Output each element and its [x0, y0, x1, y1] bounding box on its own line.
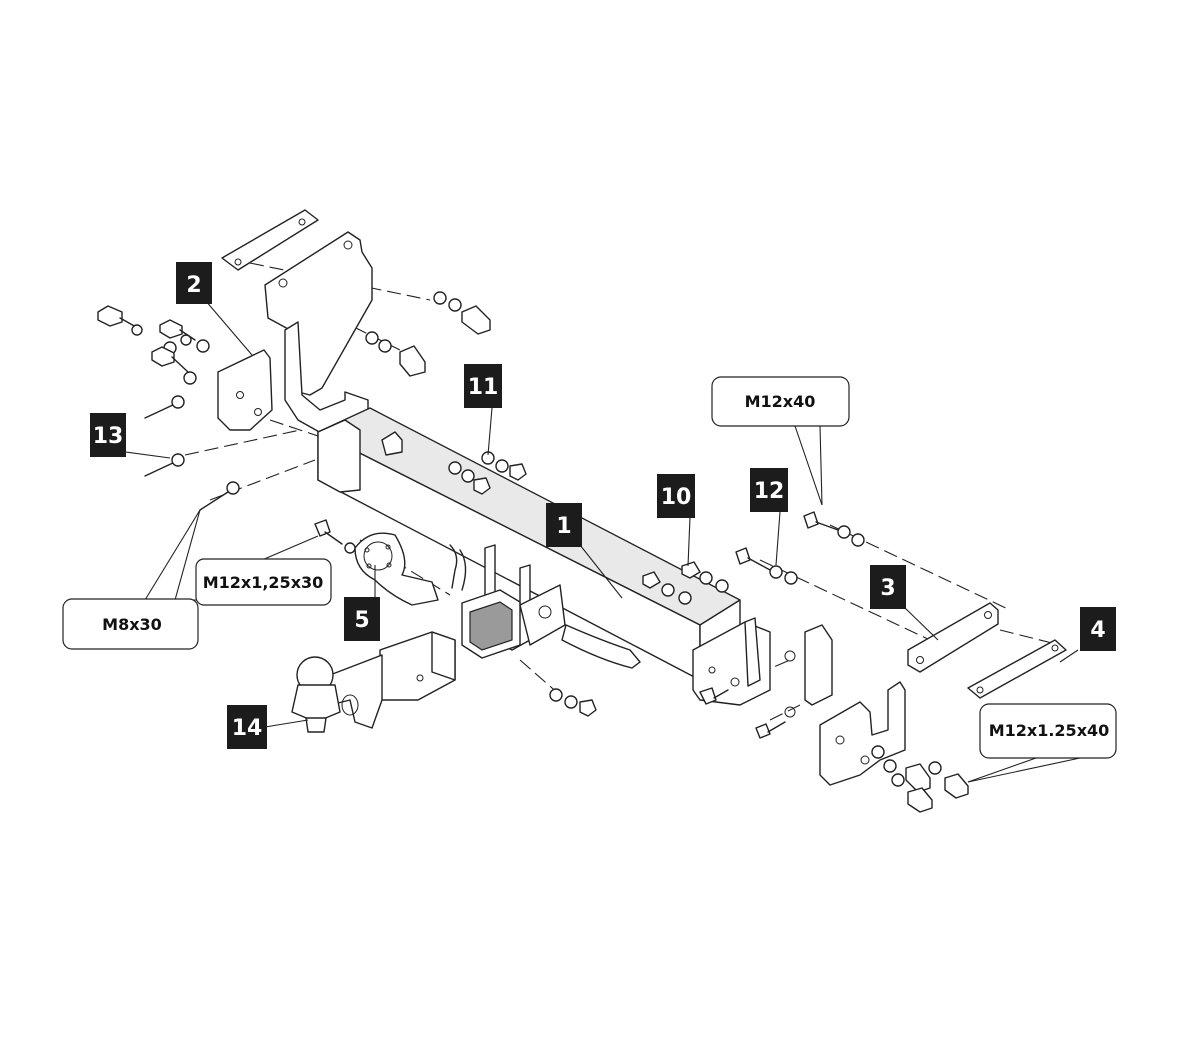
fasteners: [97, 291, 969, 813]
part-label-13: 13: [90, 413, 126, 457]
part-label-1: 1: [546, 503, 582, 547]
part-label-10-text: 10: [661, 485, 692, 510]
electric-socket-bracket: [354, 532, 439, 606]
part-label-10: 10: [657, 474, 695, 518]
left-mounting-plate: [217, 209, 373, 439]
part-label-12: 12: [750, 468, 788, 512]
ball-mount: [291, 631, 456, 733]
right-strip-plate: [967, 639, 1067, 699]
leader-lines: [125, 299, 1081, 783]
part-label-11: 11: [464, 364, 502, 408]
part-label-3: 3: [870, 565, 906, 609]
spec-m12x40-text: M12x40: [745, 392, 816, 411]
spec-callout-m12x125x40: M12x1.25x40: [979, 703, 1117, 759]
part-label-4: 4: [1080, 607, 1116, 651]
receiver-tube: [449, 544, 641, 669]
main-crossbar: [317, 407, 741, 681]
part-label-14: 14: [227, 705, 267, 749]
right-end-brackets: [692, 617, 833, 718]
spec-m12x125x30-text: M12x1,25x30: [203, 573, 324, 592]
part-label-4-text: 4: [1090, 618, 1105, 643]
spec-m12x125x40-text: M12x1.25x40: [989, 721, 1110, 740]
spec-callout-m12x40: M12x40: [711, 376, 850, 427]
spec-m8x30-text: M8x30: [102, 615, 162, 634]
part-label-12-text: 12: [754, 479, 785, 504]
part-label-2: 2: [176, 262, 212, 304]
part-label-5: 5: [344, 597, 380, 641]
part-label-3-text: 3: [880, 576, 895, 601]
right-mounting-plate: [819, 602, 999, 786]
part-label-11-text: 11: [468, 375, 499, 400]
spec-callout-m8x30: M8x30: [62, 598, 199, 650]
part-label-5-text: 5: [354, 608, 369, 633]
part-label-1-text: 1: [556, 514, 571, 539]
part-label-13-text: 13: [93, 424, 124, 449]
part-label-14-text: 14: [232, 716, 263, 741]
part-label-2-text: 2: [186, 273, 201, 298]
spec-callout-m12x125x30: M12x1,25x30: [195, 558, 332, 606]
